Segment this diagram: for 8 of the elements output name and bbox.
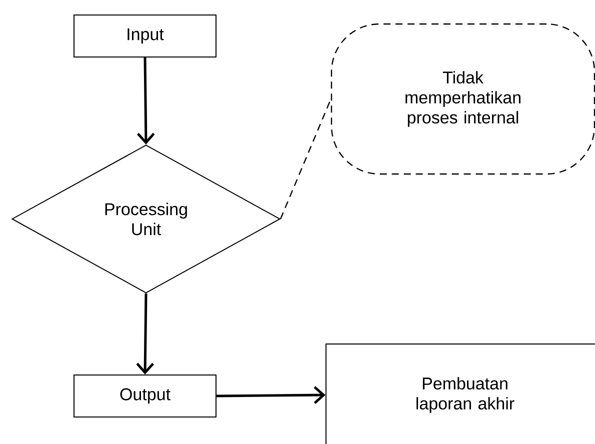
process-box: Pembuatan laporan akhir [326,343,595,444]
process-box: Output [74,374,216,418]
arrow [136,57,155,144]
arrow [216,386,326,404]
process-box: Input [74,14,216,58]
arrow [136,293,154,374]
note-bubble: Tidak memperhatikan proses internal [330,23,595,175]
dashed-line [280,98,332,220]
